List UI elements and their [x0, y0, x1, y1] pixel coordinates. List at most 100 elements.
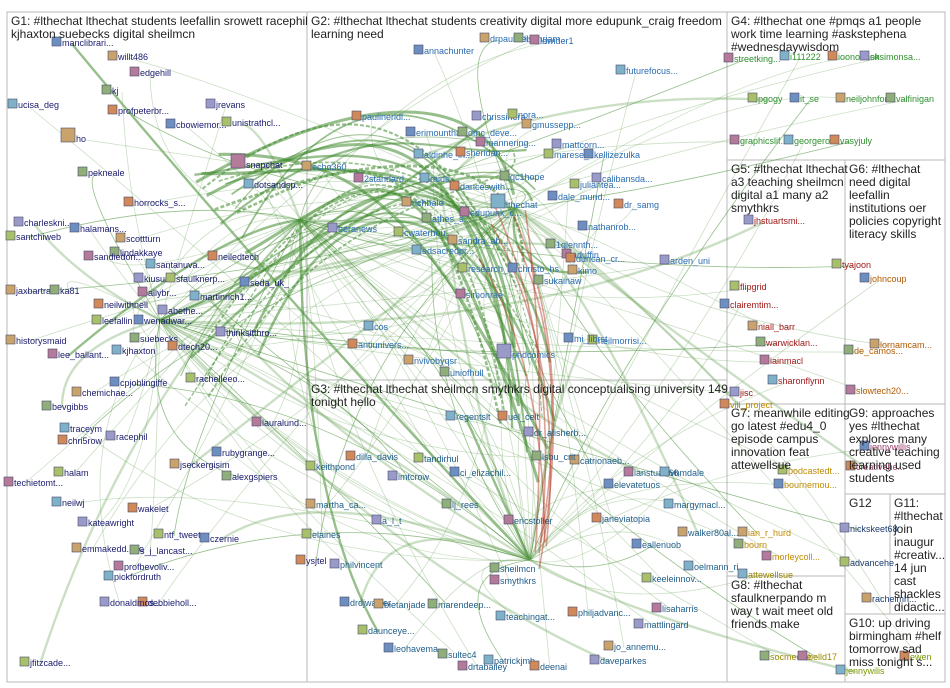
node-icon	[77, 516, 88, 527]
node-icon	[145, 258, 156, 269]
node-label: daveparkes	[600, 656, 647, 666]
node-icon	[683, 560, 694, 571]
node-jo-annemu: jo_annemu...	[603, 640, 666, 652]
node-label: de_camos...	[854, 346, 903, 356]
edge	[299, 219, 435, 461]
edge	[209, 297, 531, 562]
node-label: lisaharris	[662, 604, 699, 614]
node-label: lthechat	[506, 200, 538, 210]
node-label: slowtech20...	[856, 386, 909, 396]
node-icon	[835, 664, 846, 675]
node-lee-ballant: lee_ballant...	[47, 348, 109, 360]
node-icon	[663, 498, 674, 509]
node-de-camos: de_camos...	[843, 344, 903, 356]
node-icon	[71, 386, 82, 397]
node-jseckergisim: jseckergisim	[169, 458, 230, 470]
node-icon	[737, 568, 748, 579]
node-label: dmc_deve...	[468, 128, 517, 138]
node-lj-rees: lj_rees	[441, 498, 479, 510]
node-unistrathcl: unistrathcl...	[221, 116, 281, 128]
node-label: wakelet	[137, 504, 169, 514]
edge	[79, 429, 531, 561]
node-label: phdcomics	[512, 350, 556, 360]
node-icon	[230, 153, 246, 169]
node-mattlingard: mattlingard	[633, 618, 689, 630]
node-icon	[411, 244, 422, 255]
node-icon	[677, 526, 688, 537]
node-label: donaldmos...	[110, 598, 162, 608]
node-icon	[107, 50, 118, 61]
node-icon	[589, 654, 600, 665]
node-drtabailey: drtabailey	[457, 660, 508, 672]
edge	[477, 39, 516, 209]
node-lewider1: lewider1	[529, 34, 574, 46]
node-icon	[755, 336, 766, 347]
edge	[514, 207, 613, 521]
node-label: elaines	[312, 530, 341, 540]
edge	[517, 245, 553, 544]
node-icon	[567, 606, 578, 617]
node-sukainaw: sukainaw	[533, 274, 582, 286]
edge	[506, 207, 591, 463]
node-icon	[383, 642, 394, 653]
edge	[529, 558, 857, 674]
node-neilmorrisi: neilmorrisi...	[587, 334, 647, 346]
edge	[252, 192, 552, 363]
node-icon	[489, 574, 500, 585]
node-icon	[137, 286, 148, 297]
node-bourn: bourn	[733, 538, 767, 550]
node-dotsandsp: dotsandsp...	[243, 178, 303, 190]
node-graphicslif: graphicslif...	[729, 134, 788, 146]
node-imtcrow: imtcrow	[387, 470, 429, 482]
node-icon	[351, 110, 362, 121]
node-ericstoller: ericstoller	[503, 514, 553, 526]
node-label: racephil	[116, 432, 148, 442]
node-label: dale_mund...	[558, 192, 610, 202]
edge	[194, 154, 514, 429]
node-icon	[779, 50, 790, 61]
node-belld17: belld17	[797, 650, 837, 662]
node-label: nora...	[518, 110, 544, 120]
node-icon	[387, 470, 398, 481]
node-icon	[157, 304, 168, 315]
node-sandiedon: sandiedon...	[83, 250, 143, 262]
node-label: elevatetuos	[614, 480, 661, 490]
edge	[529, 99, 811, 561]
group-title-g12: G12	[849, 496, 872, 510]
node-icon	[631, 538, 642, 549]
node-ioonohash: ioonohash	[827, 50, 880, 62]
node-smythkrs: smythkrs	[489, 574, 537, 586]
node-icon	[591, 172, 602, 183]
node-elevatetuos: elevatetuos	[603, 478, 661, 490]
node-icon	[329, 558, 340, 569]
edge	[99, 319, 161, 605]
node-lornamcam: lornamcam...	[869, 338, 932, 350]
node-icon	[251, 416, 262, 427]
node-icon	[733, 538, 744, 549]
node-edupunk-c: edupunk_c...	[459, 206, 522, 218]
edge	[159, 319, 459, 657]
node-simonrae: simonrae	[455, 288, 503, 300]
node-manclibrari: manclibrari...	[51, 36, 114, 48]
node-icon	[743, 214, 754, 225]
node-vili-project: vili_project	[719, 398, 773, 410]
node-lisonrjam: lisonrjam...	[513, 32, 568, 44]
edge	[299, 185, 591, 239]
edge	[149, 73, 301, 221]
node-kj: kj	[101, 84, 119, 96]
edge	[159, 318, 463, 507]
node-icon	[401, 196, 412, 207]
node-halamans: halamans...	[69, 222, 127, 234]
node-label: johncoup	[869, 274, 907, 284]
node-label: philvincent	[340, 560, 383, 570]
node-icon	[633, 618, 644, 629]
node-icon	[109, 246, 120, 257]
node-icon	[479, 32, 490, 43]
node-ntf-tweet: ntf_tweet	[153, 528, 201, 540]
node-philvincent: philvincent	[329, 558, 383, 570]
node-icon	[393, 226, 404, 237]
node-leefallin: leefallin	[91, 314, 133, 326]
edge	[524, 209, 541, 553]
node-cpjoblingiffe: cpjoblingiffe	[109, 376, 167, 388]
node-icon	[243, 178, 254, 189]
